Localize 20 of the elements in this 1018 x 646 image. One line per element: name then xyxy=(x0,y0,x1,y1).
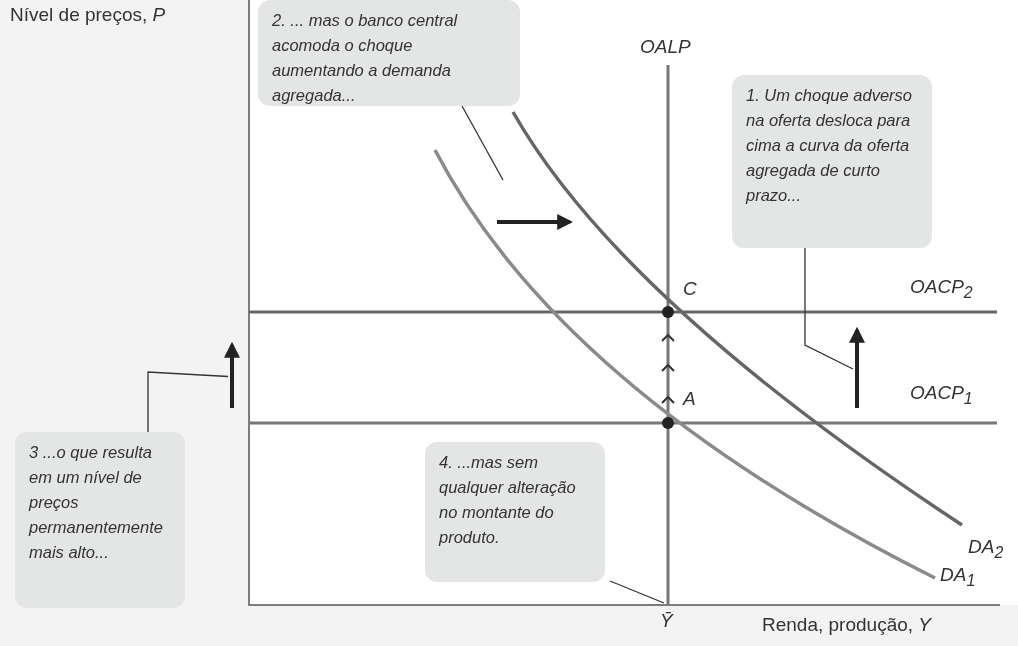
leader-line xyxy=(147,371,229,433)
axis-title: Nível de preços, P xyxy=(10,4,166,26)
leader-line xyxy=(609,580,665,604)
axis-title: Renda, produção, Y xyxy=(762,614,932,636)
curve-label: OACP$_{2}$ xyxy=(910,276,973,302)
point-label: A xyxy=(683,388,696,410)
callout-box: 1. Um choque adverso na oferta desloca para cima a curva da oferta agregada de curto prazo... xyxy=(732,75,932,248)
curve-label: DA$_{2}$ xyxy=(968,536,1004,562)
leader-line xyxy=(461,105,504,181)
leader-line xyxy=(804,247,854,370)
shift-arrow xyxy=(224,341,240,408)
callout-box: 4. ...mas sem qualquer alteração no montante do produto. xyxy=(425,442,605,582)
callout-box: 2. ... mas o banco central acomoda o choque aumentando a demanda agregada... xyxy=(258,0,520,106)
point-label: C xyxy=(683,278,697,300)
shift-arrow xyxy=(849,326,865,408)
callout-box: 3 ...o que resulta em um nível de preços permanentemente mais alto... xyxy=(15,432,185,608)
axis-tick-label: Ȳ xyxy=(660,610,673,632)
curve-label: OACP$_{1}$ xyxy=(910,382,973,408)
curve-label: DA$_{1}$ xyxy=(940,564,976,590)
curve-label: OALP xyxy=(640,36,691,58)
